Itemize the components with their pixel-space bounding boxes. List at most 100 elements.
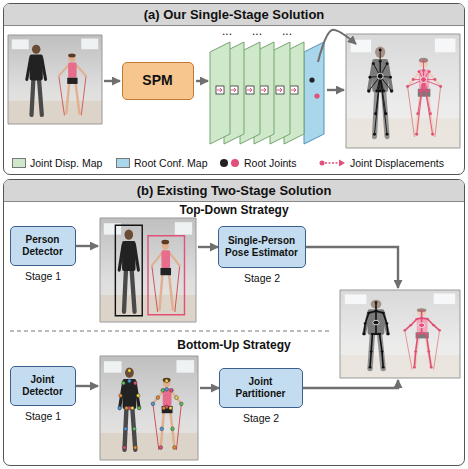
woman-shorts: [67, 78, 77, 84]
photo-frame: [340, 290, 460, 378]
stage-label: Stage 1: [25, 410, 61, 423]
detected-joint: [118, 406, 122, 410]
joint-dot: [384, 112, 387, 115]
map-icon-arrow: [247, 88, 252, 92]
root-joint: [418, 323, 424, 328]
wall-window: [12, 39, 29, 49]
woman-leg: [66, 84, 69, 113]
box-label: SPM: [142, 72, 172, 88]
joint-dot: [427, 350, 430, 352]
joint-dot: [403, 329, 406, 331]
joint-dot: [427, 90, 430, 93]
photo-background: [8, 35, 102, 124]
man-leg: [132, 270, 135, 312]
skeleton-bone: [414, 352, 415, 368]
map-icon: [216, 86, 224, 94]
detected-joint: [180, 402, 184, 406]
woman-arm: [59, 65, 68, 76]
detected-joint: [171, 427, 175, 431]
panel: (b) Existing Two-Stage SolutionPerson De…: [3, 179, 465, 466]
man-head: [32, 45, 40, 54]
flow-arrow: [196, 80, 208, 82]
flow-arrow: [327, 89, 344, 91]
process-box: Single-Person Pose Estimator: [218, 226, 306, 268]
woman-hair: [68, 54, 76, 58]
woman-arm: [152, 253, 162, 265]
exercise-band: [152, 266, 158, 312]
joint-dot: [420, 317, 423, 319]
joint-dot: [416, 333, 419, 335]
detected-joint: [175, 396, 179, 400]
detected-joint: [173, 446, 177, 450]
photo: [340, 290, 460, 378]
box-label: Joint Partitioner: [223, 376, 299, 399]
curved-arrow: [318, 30, 356, 62]
joint-dot: [364, 322, 367, 324]
stage-label: ...: [252, 26, 262, 36]
joint-dot: [372, 62, 375, 65]
exercise-band: [176, 404, 181, 450]
panel-heading: (a) Our Single-Stage Solution: [4, 4, 464, 26]
map-icon-arrow: [231, 88, 236, 92]
photo-fade: [340, 290, 460, 378]
woman-arm: [170, 253, 180, 265]
joint-dot: [386, 333, 389, 335]
detected-joint: [165, 387, 169, 391]
man-torso: [122, 241, 135, 271]
joint-dot: [428, 70, 431, 73]
legend-disp-head: [339, 160, 345, 167]
joint-dot: [422, 88, 425, 91]
woman-hair: [161, 240, 169, 245]
man-torso: [123, 379, 137, 409]
woman-leg: [171, 413, 175, 447]
detected-joint: [159, 446, 163, 450]
joint-dot: [425, 333, 428, 335]
photo-frame: [100, 356, 198, 460]
joint-dot: [367, 312, 370, 314]
stage-label: ...: [222, 26, 232, 36]
root-dot: [314, 93, 319, 98]
wall-window: [81, 39, 98, 50]
man-leg: [32, 80, 34, 116]
panel-heading: (b) Existing Two-Stage Solution: [4, 180, 464, 202]
detected-joint: [160, 427, 164, 431]
root-joint: [373, 320, 379, 325]
detected-joint: [170, 388, 174, 392]
process-box: Joint Partitioner: [219, 368, 303, 408]
model-box: SPM: [122, 62, 194, 100]
wall-window: [175, 222, 192, 234]
map-icon: [230, 86, 238, 94]
joint-dot: [417, 70, 420, 73]
skeleton-bone: [416, 334, 418, 352]
flow-arrow: [76, 245, 98, 247]
detected-joint: [128, 369, 132, 373]
photo-background: [100, 356, 198, 460]
strategy-title: Top-Down Strategy: [179, 204, 288, 217]
photo: [8, 35, 102, 124]
skeleton-bone: [370, 352, 371, 368]
joint-dot: [362, 333, 365, 335]
woman-leg: [161, 413, 164, 447]
joint-disp-map: [210, 42, 230, 144]
box-label: Joint Detector: [14, 374, 72, 397]
joint-dot: [415, 318, 418, 320]
joint-dot: [422, 60, 425, 63]
flow-arrow: [198, 246, 218, 248]
joint-dot: [420, 332, 423, 334]
woman-top: [68, 63, 76, 78]
joint-dot: [422, 69, 425, 72]
man-leg: [125, 408, 127, 450]
legend-root-joint: [220, 159, 228, 167]
legend-disp-start: [320, 161, 325, 166]
wall-window: [104, 361, 122, 372]
legend-text: Joint Displacements: [350, 156, 444, 170]
process-box: Joint Detector: [10, 366, 76, 406]
skeleton-bone: [383, 313, 387, 324]
man-head: [124, 229, 133, 239]
skeleton-bone: [382, 352, 383, 368]
legend-root-joint: [231, 159, 239, 167]
joint-dot: [374, 333, 377, 335]
joint-displacement: [375, 76, 381, 134]
root-dot: [309, 77, 314, 82]
man-torso: [30, 55, 43, 81]
